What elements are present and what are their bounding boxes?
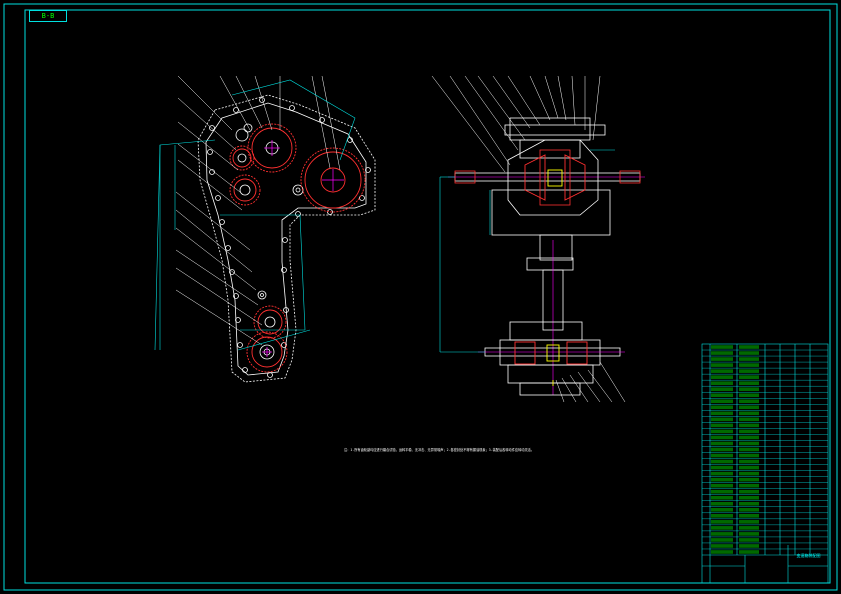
parts-list-cell-mark	[739, 532, 759, 536]
parts-list-cell-mark	[711, 501, 733, 506]
leader-lines-right	[431, 75, 626, 403]
parts-list-cell-mark	[739, 544, 759, 548]
bevel-gears	[514, 154, 588, 365]
parts-list-cell-mark	[711, 435, 733, 440]
outer-frame	[3, 3, 838, 591]
dimension-lines-left	[154, 79, 356, 351]
parts-list-cell-mark	[739, 387, 759, 392]
leader-lines-left	[175, 75, 341, 346]
parts-list-table	[701, 343, 829, 584]
parts-list-cell-mark	[739, 369, 759, 373]
parts-list-cell-mark	[739, 471, 759, 476]
parts-list-cell-mark	[711, 526, 733, 530]
parts-list-cell-mark	[711, 393, 733, 398]
parts-list-cell-mark	[711, 447, 733, 452]
parts-list-cell-mark	[739, 477, 759, 482]
parts-list-cell-mark	[711, 417, 733, 422]
parts-list-cell-mark	[711, 483, 733, 488]
title-block	[702, 545, 828, 583]
parts-list-entries	[711, 345, 759, 554]
parts-list-cell-mark	[711, 532, 733, 536]
title-block-name: 变速箱装配图	[796, 553, 821, 558]
parts-list-cell-mark	[711, 405, 733, 410]
parts-list-cell-mark	[711, 369, 733, 373]
parts-list-cell-mark	[711, 351, 733, 355]
parts-list-cell-mark	[739, 357, 759, 361]
parts-list-cell-mark	[739, 441, 759, 446]
parts-list-cell-mark	[739, 381, 759, 385]
parts-list-cell-mark	[739, 411, 759, 416]
parts-list-cell-mark	[739, 375, 759, 379]
parts-list-cell-mark	[711, 520, 733, 524]
dimension-lines-right	[439, 149, 615, 353]
parts-list-cell-mark	[739, 345, 759, 349]
parts-list-cell-mark	[739, 363, 759, 367]
parts-list-cell-mark	[711, 477, 733, 482]
parts-list-cell-mark	[711, 357, 733, 361]
parts-list-cell-mark	[711, 387, 733, 392]
parts-list-cell-mark	[711, 489, 733, 494]
parts-list-cell-mark	[711, 423, 733, 428]
parts-list-cell-mark	[711, 538, 733, 542]
parts-list-cell-mark	[711, 375, 733, 379]
parts-list-cell-mark	[711, 381, 733, 385]
parts-list-cell-mark	[711, 429, 733, 434]
parts-list-cell-mark	[739, 501, 759, 506]
parts-list-cell-mark	[739, 417, 759, 422]
parts-list-cell-mark	[711, 345, 733, 349]
parts-list-cell-mark	[711, 550, 733, 554]
parts-list-cell-mark	[711, 441, 733, 446]
parts-list-cell-mark	[711, 453, 733, 458]
parts-list-cell-mark	[711, 363, 733, 367]
bearing-highlights	[546, 169, 563, 386]
parts-list-cell-mark	[739, 465, 759, 470]
parts-list-cell-mark	[739, 429, 759, 434]
parts-list-cell-mark	[711, 465, 733, 470]
parts-list-cell-mark	[739, 399, 759, 404]
parts-list-cell-mark	[739, 495, 759, 500]
parts-list-cell-mark	[739, 550, 759, 554]
parts-list-cell-mark	[711, 459, 733, 464]
parts-list-cell-mark	[739, 423, 759, 428]
parts-list-cell-mark	[711, 471, 733, 476]
parts-list-cell-mark	[739, 393, 759, 398]
parts-list-cell-mark	[739, 459, 759, 464]
parts-list-cell-mark	[739, 526, 759, 530]
parts-list-cell-mark	[739, 453, 759, 458]
technical-note: 注：1.所有齿轮副均应进行磨合试验，运转平稳、无冲击、无异常噪声；2.各密封处不…	[344, 448, 535, 452]
parts-list-cell-mark	[739, 435, 759, 440]
parts-list-cell-mark	[739, 520, 759, 524]
parts-list-rows	[702, 349, 828, 550]
parts-list-cell-mark	[711, 495, 733, 500]
center-lines	[262, 140, 344, 357]
parts-list-cell-mark	[739, 514, 759, 518]
parts-list-cell-mark	[711, 399, 733, 404]
parts-list-cell-mark	[711, 411, 733, 416]
parts-list-cell-mark	[739, 447, 759, 452]
parts-list-cell-mark	[739, 507, 759, 512]
parts-list-cell-mark	[711, 507, 733, 512]
parts-list-cell-mark	[739, 351, 759, 355]
parts-list-cell-mark	[739, 538, 759, 542]
gear-train	[229, 123, 366, 373]
parts-list-cell-mark	[711, 514, 733, 518]
parts-list-cell-mark	[739, 405, 759, 410]
parts-list-cell-mark	[739, 483, 759, 488]
chain-case-view	[197, 94, 376, 383]
parts-list-cell-mark	[739, 489, 759, 494]
section-view	[448, 117, 645, 396]
inner-frame	[24, 9, 831, 584]
parts-list-cell-mark	[711, 544, 733, 548]
